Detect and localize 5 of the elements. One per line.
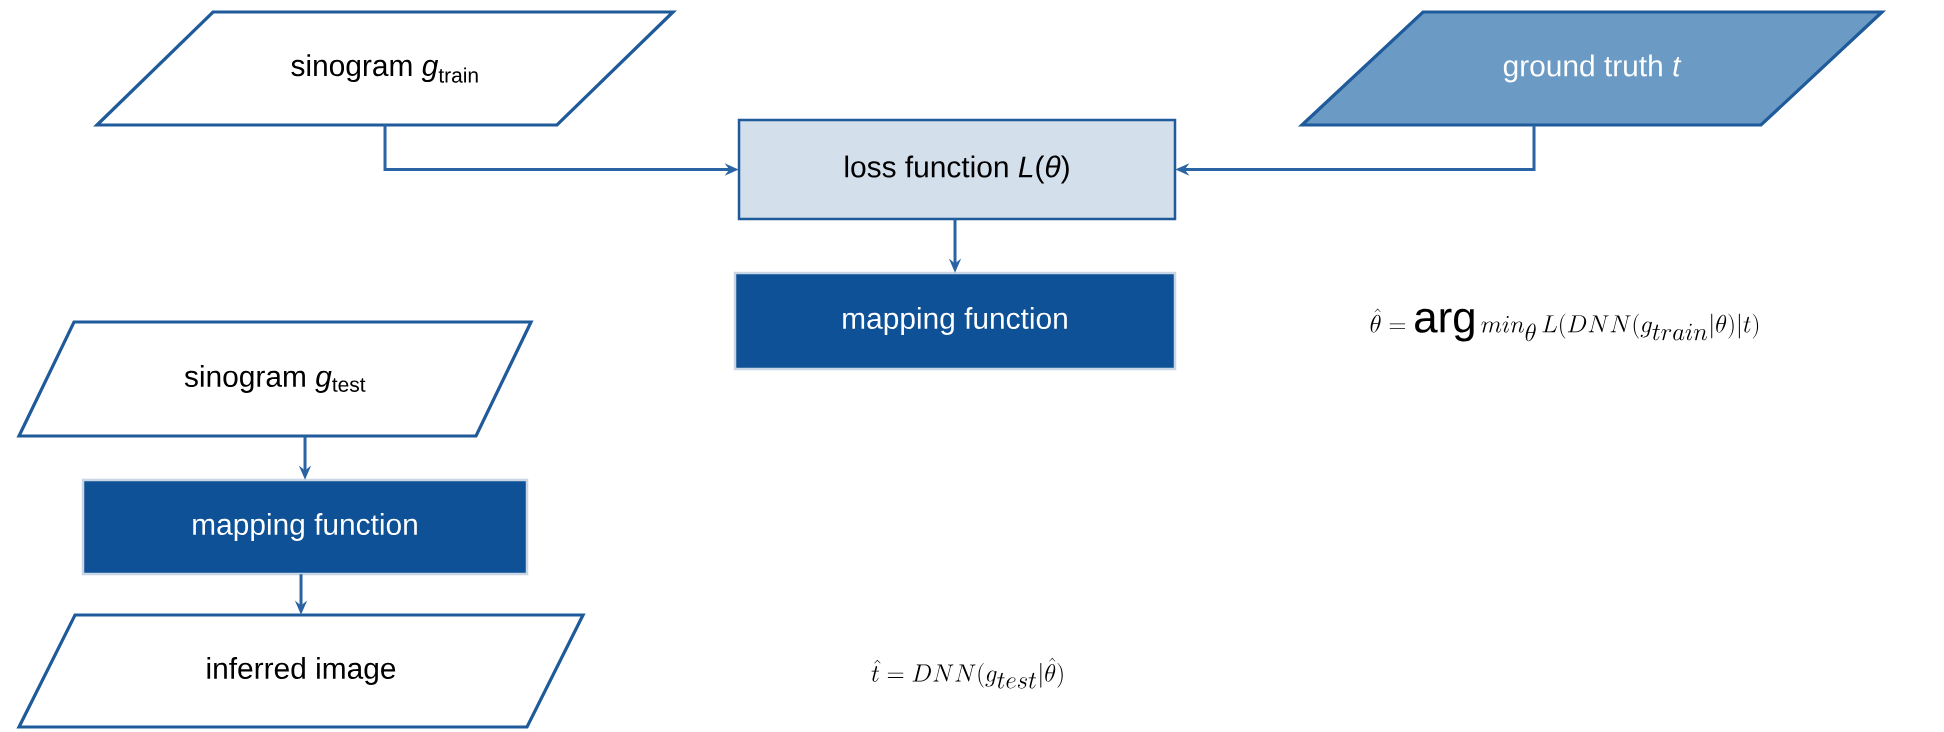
process-box: mapping function [733,271,1177,371]
formula: $\hat{\theta} = \arg min_{\theta}\, L(DNN(g_{train}|\theta)|t)$ [1370,308,1759,342]
formula: $\hat{t} = DNN(g_{test}|\hat{\theta})$ [871,657,1063,689]
process-box: loss function L(θ) [737,118,1177,221]
process-box: mapping function [81,478,529,576]
